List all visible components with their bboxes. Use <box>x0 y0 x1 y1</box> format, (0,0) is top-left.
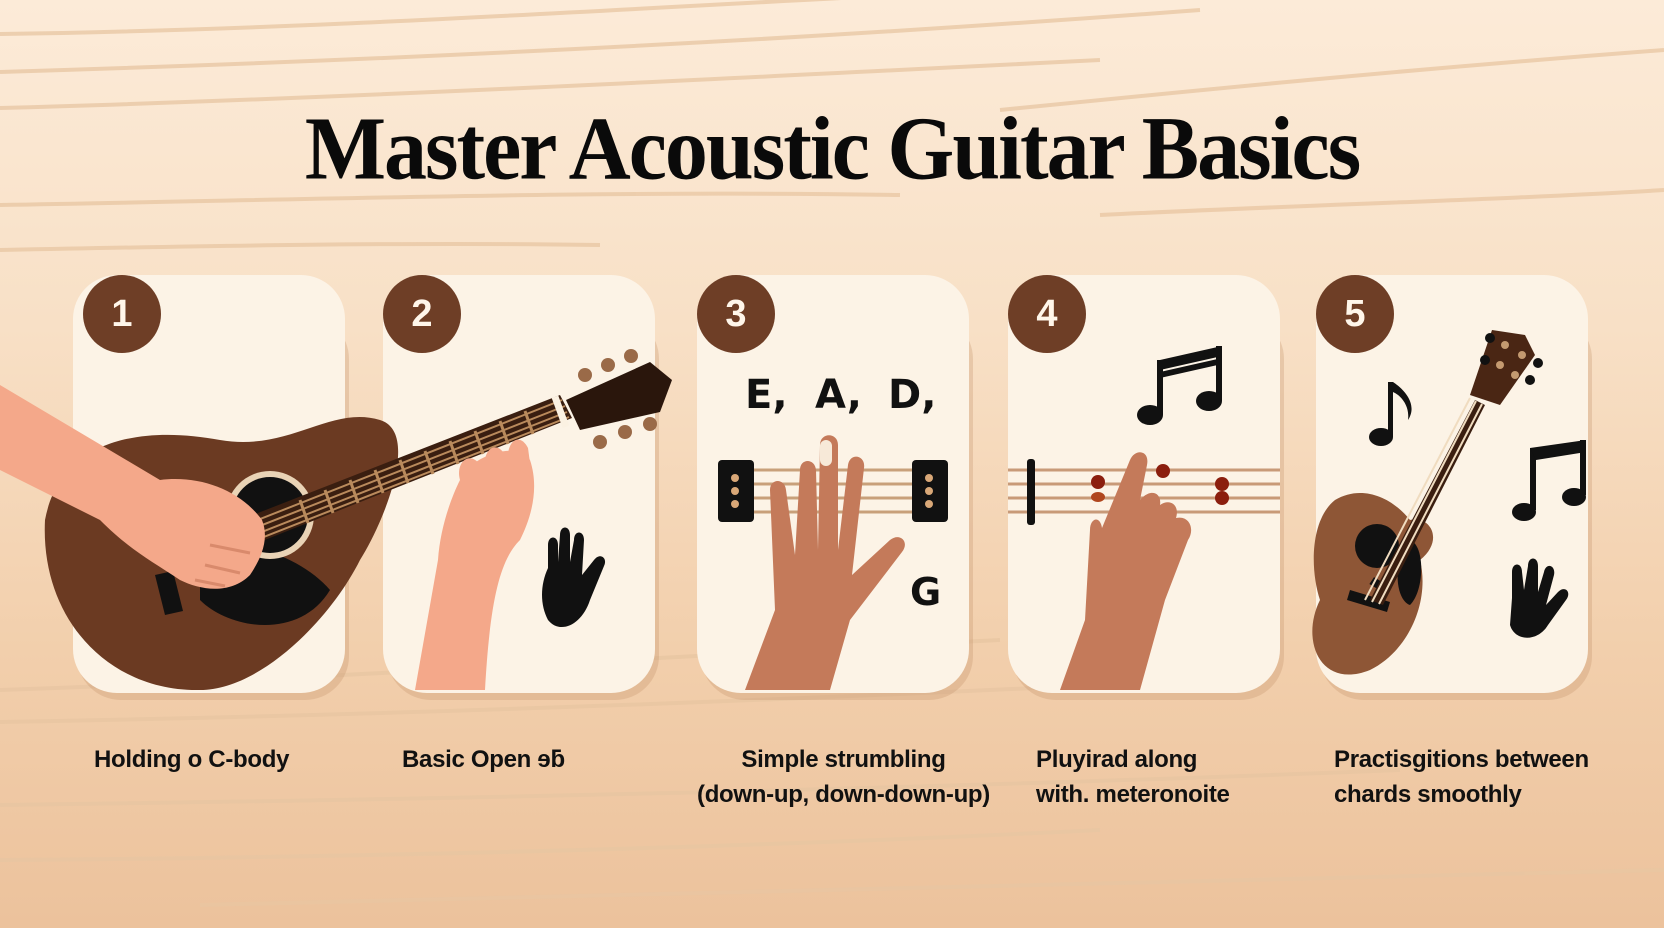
step-card-5: 5 <box>1316 275 1592 700</box>
caption-line: (down-up, down-down-up) <box>697 781 990 808</box>
caption-line: with. meteronoite <box>1036 781 1230 808</box>
caption-line: Basic Open ɘƃ <box>402 746 565 773</box>
step-number-badge: 4 <box>1008 275 1086 353</box>
caption-line: chards smoothly <box>1334 781 1522 808</box>
step-caption-3: Simple strumbling (down-up, down-down-up… <box>697 742 990 812</box>
step-card-4: 4 <box>1008 275 1284 700</box>
step-number-badge: 5 <box>1316 275 1394 353</box>
step-number-badge: 3 <box>697 275 775 353</box>
step-card-3: 3 <box>697 275 973 700</box>
step-caption-5: Practisgitions between chards smoothly <box>1334 742 1589 812</box>
step-number-badge: 2 <box>383 275 461 353</box>
caption-line: Pluyirad along <box>1036 746 1198 773</box>
step-caption-4: Pluyirad along with. meteronoite <box>1036 742 1230 812</box>
caption-line: Practisgitions between <box>1334 746 1589 773</box>
caption-line: Simple strumbling <box>741 746 946 773</box>
step-card-1: 1 <box>73 275 349 700</box>
step-card-2: 2 <box>383 275 659 700</box>
step-number-badge: 1 <box>83 275 161 353</box>
step-caption-1: Holding ο C-body <box>94 742 289 777</box>
page-title: Master Acoustic Guitar Basics <box>304 97 1361 199</box>
step-caption-2: Basic Open ɘƃ <box>402 742 565 777</box>
caption-line: Holding ο C-body <box>94 746 290 773</box>
